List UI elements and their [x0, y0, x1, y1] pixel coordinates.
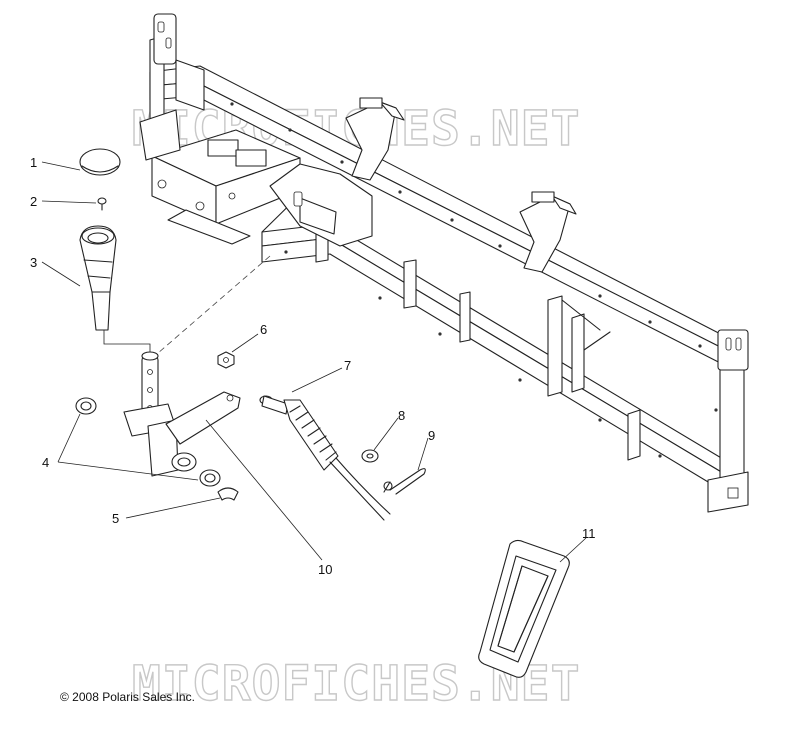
part-shift-lever	[103, 330, 241, 477]
callout-3: 3	[30, 255, 37, 270]
part-1-cap	[79, 148, 121, 176]
callout-6: 6	[260, 322, 267, 337]
part-6-nut	[217, 351, 235, 369]
assembly-line	[149, 255, 271, 361]
callout-8: 8	[398, 408, 405, 423]
frame-holes	[230, 102, 718, 458]
part-5-clip	[217, 487, 239, 501]
copyright-text: © 2008 Polaris Sales Inc.	[60, 690, 195, 704]
callout-7: 7	[344, 358, 351, 373]
part-11-boot	[478, 539, 570, 678]
callout-4: 4	[42, 455, 49, 470]
part-9-pin	[383, 468, 426, 495]
callout-2: 2	[30, 194, 37, 209]
part-8-washer	[361, 449, 379, 463]
frame-assembly	[139, 13, 749, 513]
callout-1: 1	[30, 155, 37, 170]
leader-lines	[41, 161, 587, 563]
part-2-screw	[97, 197, 107, 211]
callout-10: 10	[318, 562, 332, 577]
callout-5: 5	[112, 511, 119, 526]
part-3-shift-knob	[79, 225, 117, 331]
callout-9: 9	[428, 428, 435, 443]
part-7-shift-cable	[259, 395, 391, 521]
callout-11: 11	[582, 526, 596, 541]
part-4-bushings	[75, 397, 221, 487]
